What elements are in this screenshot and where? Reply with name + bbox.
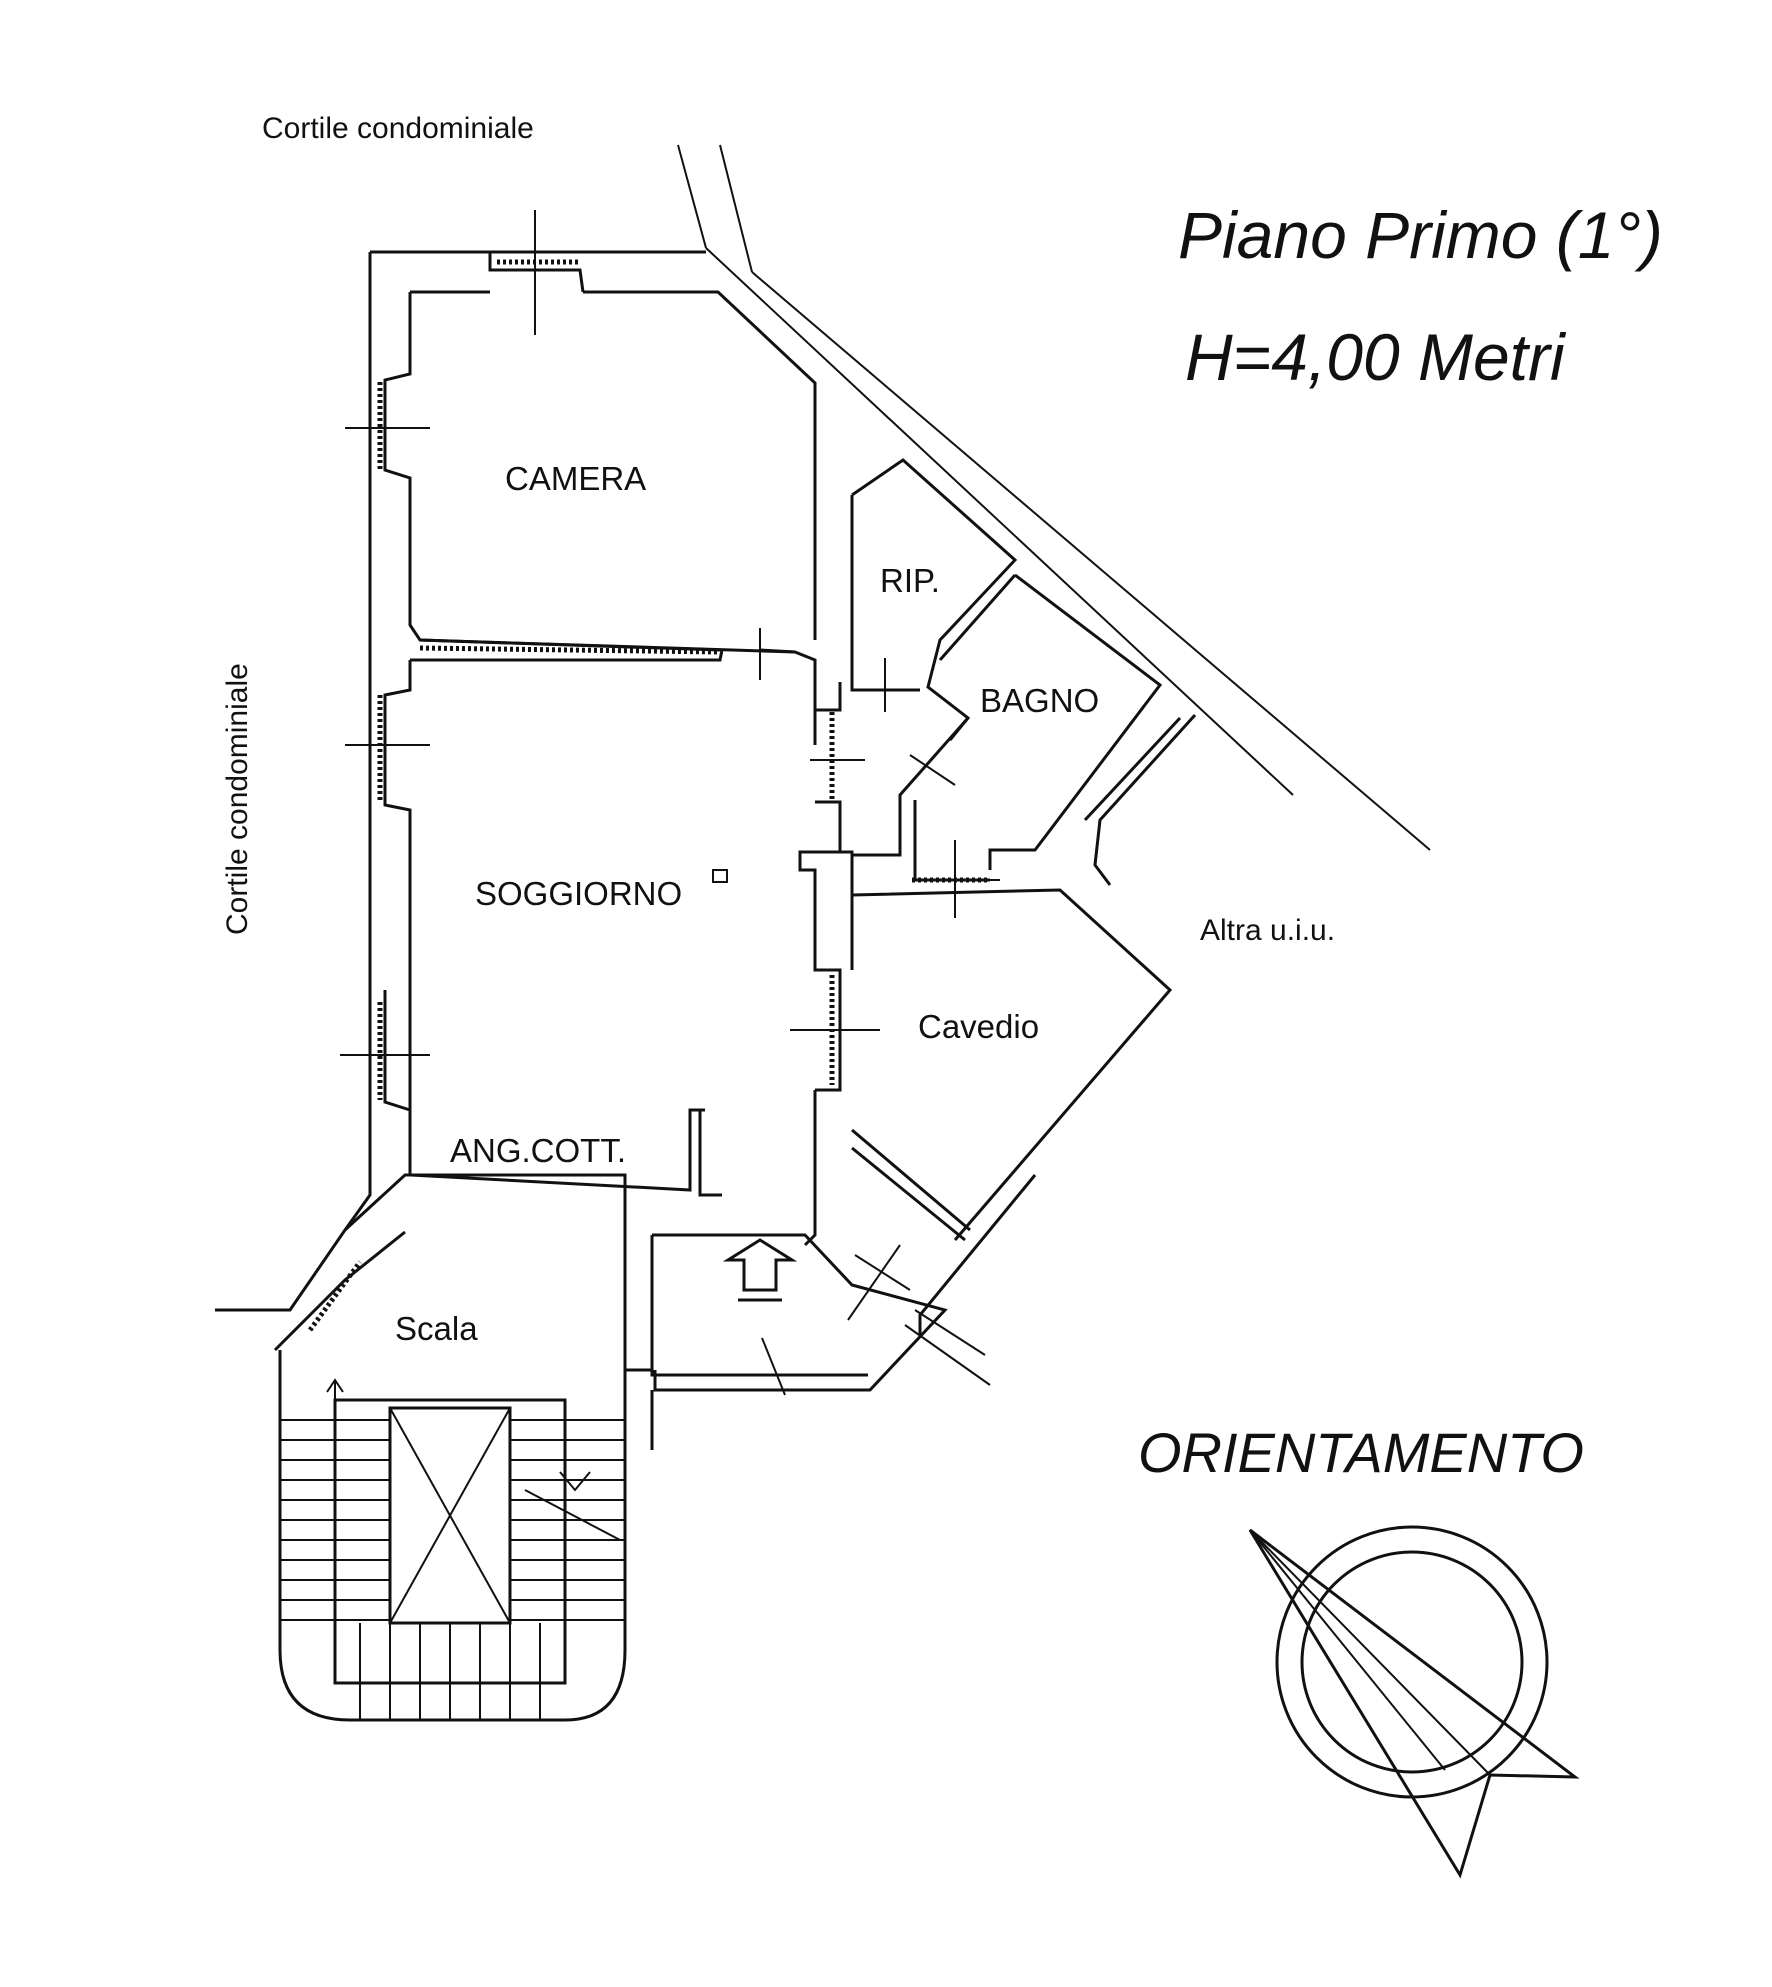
top-courtyard-label: Cortile condominiale [262, 112, 534, 145]
windows [307, 259, 990, 1332]
side-courtyard-label: Cortile condominiale [221, 663, 254, 935]
room-label-cavedio: Cavedio [918, 1008, 1039, 1045]
stairwell [273, 1173, 652, 1722]
marker-square [712, 869, 728, 883]
room-label-camera: CAMERA [505, 460, 646, 497]
room-label-ang-cott: ANG.COTT. [450, 1132, 626, 1169]
plan-title: Piano Primo (1°) [1178, 198, 1663, 272]
room-label-scale: Scala [395, 1310, 478, 1347]
entrance-arrow-icon [722, 1238, 798, 1302]
orientation-label: ORIENTAMENTO [1138, 1421, 1584, 1484]
cross-markers [340, 210, 1000, 1056]
boundary-lines [677, 144, 1431, 851]
room-label-bagno: BAGNO [980, 682, 1099, 719]
compass-rose-icon [1248, 1525, 1580, 1879]
bagno-room [852, 573, 1163, 882]
room-label-rip: RIP. [880, 562, 940, 599]
room-label-soggiorno: SOGGIORNO [475, 875, 682, 912]
entrance-landing [623, 1233, 991, 1450]
other-unit-wall [1083, 713, 1197, 886]
plan-height: H=4,00 Metri [1185, 320, 1567, 394]
room-label-altra: Altra u.i.u. [1200, 914, 1335, 947]
cavedio-area [851, 888, 1173, 1335]
stair-treads [280, 1419, 625, 1720]
